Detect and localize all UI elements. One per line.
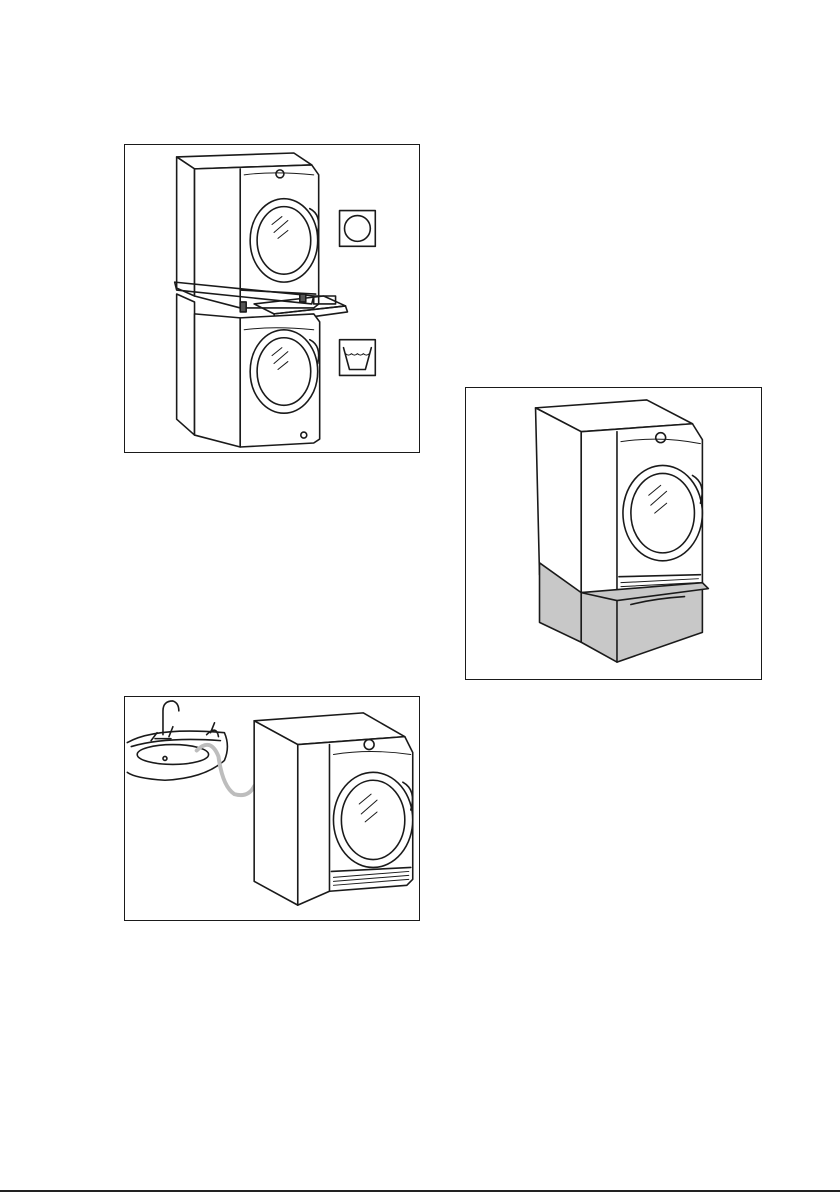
stacking-kit-illustration bbox=[124, 144, 420, 453]
stacked-appliances-drawing bbox=[125, 145, 419, 452]
sink bbox=[127, 731, 227, 780]
washing-symbol-icon bbox=[340, 340, 376, 376]
drain-hose-sink-illustration bbox=[124, 696, 420, 921]
dryer-on-plinth-drawing bbox=[466, 388, 761, 679]
lower-washer bbox=[177, 294, 320, 447]
dryer bbox=[254, 713, 413, 905]
plinth-installation-illustration bbox=[465, 387, 762, 680]
dryer-symbol-icon bbox=[340, 211, 376, 247]
dryer bbox=[536, 400, 703, 607]
dryer-hose-to-sink-drawing bbox=[125, 697, 419, 920]
